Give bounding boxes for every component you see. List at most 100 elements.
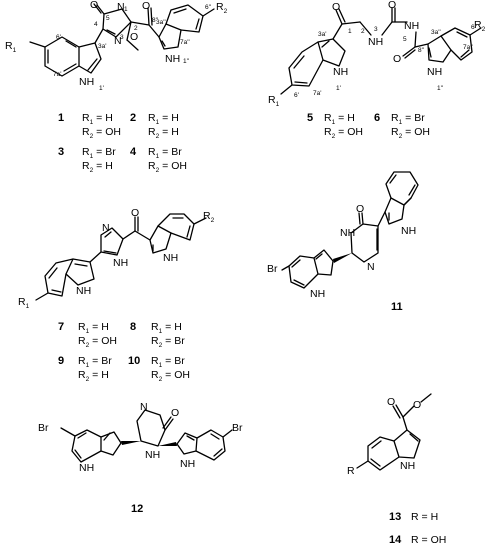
svg-text:R2 = OH: R2 = OH bbox=[391, 126, 430, 140]
svg-text:4: 4 bbox=[94, 21, 98, 28]
svg-text:O: O bbox=[356, 203, 364, 215]
svg-text:Br: Br bbox=[38, 422, 49, 434]
svg-text:11: 11 bbox=[391, 301, 403, 313]
svg-text:N: N bbox=[367, 261, 375, 273]
svg-text:R2 = OH: R2 = OH bbox=[151, 369, 190, 383]
structure-12: N O NH Br NH NH Br 12 bbox=[38, 401, 243, 515]
svg-text:R1 = Br: R1 = Br bbox=[78, 355, 112, 369]
svg-text:7a': 7a' bbox=[53, 71, 61, 78]
svg-text:8'': 8'' bbox=[418, 47, 424, 54]
svg-text:8: 8 bbox=[130, 321, 136, 333]
svg-text:O: O bbox=[332, 1, 340, 13]
svg-text:6: 6 bbox=[374, 112, 380, 124]
svg-text:R1 = H: R1 = H bbox=[151, 321, 182, 335]
svg-text:R1 = H: R1 = H bbox=[78, 321, 109, 335]
svg-text:NH: NH bbox=[79, 76, 94, 88]
svg-text:5: 5 bbox=[307, 112, 313, 124]
svg-text:O: O bbox=[413, 399, 421, 411]
svg-text:R2 = Br: R2 = Br bbox=[151, 335, 185, 349]
svg-text:2: 2 bbox=[134, 25, 138, 32]
svg-text:NH: NH bbox=[427, 66, 442, 78]
svg-text:NH: NH bbox=[145, 449, 160, 461]
structure-1-4: R1 NH O N 1 5 4 N 3 2 O O 8'' 3a' 6' 7a'… bbox=[5, 0, 228, 174]
svg-text:O: O bbox=[131, 207, 139, 219]
svg-text:N: N bbox=[140, 401, 148, 413]
svg-text:3: 3 bbox=[374, 26, 378, 33]
svg-text:O: O bbox=[142, 0, 150, 12]
svg-text:NH: NH bbox=[400, 460, 415, 472]
svg-text:8'': 8'' bbox=[152, 17, 158, 24]
svg-text:2: 2 bbox=[361, 28, 365, 35]
svg-text:NH: NH bbox=[333, 66, 348, 78]
svg-text:O: O bbox=[393, 53, 401, 65]
svg-text:N: N bbox=[117, 1, 125, 13]
svg-text:1': 1' bbox=[336, 85, 341, 92]
svg-text:NH: NH bbox=[113, 257, 128, 269]
svg-text:R = H: R = H bbox=[411, 511, 438, 523]
svg-text:1: 1 bbox=[348, 28, 352, 35]
svg-text:R1: R1 bbox=[5, 40, 17, 54]
svg-text:6': 6' bbox=[56, 34, 61, 41]
svg-text:7: 7 bbox=[58, 321, 64, 333]
svg-text:7a'': 7a'' bbox=[463, 44, 473, 51]
svg-text:R2 = H: R2 = H bbox=[148, 126, 179, 140]
svg-text:R1 = Br: R1 = Br bbox=[82, 146, 116, 160]
svg-text:12: 12 bbox=[131, 503, 143, 515]
svg-text:Br: Br bbox=[232, 422, 243, 434]
svg-text:R2: R2 bbox=[216, 1, 228, 15]
svg-text:NH: NH bbox=[404, 20, 419, 32]
svg-text:3a': 3a' bbox=[98, 43, 106, 50]
svg-text:R1 = H: R1 = H bbox=[148, 112, 179, 126]
svg-text:4: 4 bbox=[130, 146, 137, 158]
svg-text:R1 = H: R1 = H bbox=[82, 112, 113, 126]
svg-text:NH: NH bbox=[163, 252, 178, 264]
svg-text:NH: NH bbox=[310, 288, 325, 300]
svg-text:R2 = OH: R2 = OH bbox=[324, 126, 363, 140]
svg-text:1: 1 bbox=[58, 112, 64, 124]
svg-text:R: R bbox=[347, 465, 355, 477]
svg-text:3a': 3a' bbox=[318, 31, 326, 38]
structure-13-14: O O NH R 13 R = H 14 R = OH bbox=[347, 393, 446, 546]
svg-text:R1 = H: R1 = H bbox=[324, 112, 355, 126]
svg-text:R2 = H: R2 = H bbox=[82, 160, 113, 174]
svg-text:NH: NH bbox=[165, 53, 180, 65]
svg-text:R2 = OH: R2 = OH bbox=[82, 126, 121, 140]
svg-text:R1: R1 bbox=[18, 296, 30, 310]
structure-11: NH O NH N Br NH 11 bbox=[267, 171, 419, 313]
svg-text:6': 6' bbox=[294, 92, 299, 99]
svg-text:3a'': 3a'' bbox=[431, 29, 441, 36]
svg-text:5: 5 bbox=[403, 36, 407, 43]
svg-text:10: 10 bbox=[128, 355, 140, 367]
svg-text:1': 1' bbox=[99, 85, 104, 92]
svg-text:O: O bbox=[388, 0, 396, 11]
structure-7-10: N NH O R2 NH NH R1 7 R1 = H R2 = OH 8 R1… bbox=[18, 207, 215, 383]
svg-text:R1 = Br: R1 = Br bbox=[148, 146, 182, 160]
structure-5-6: O 1 2 3 NH O NH 5 O 8'' 3a' 6' 7a' NH 1'… bbox=[268, 0, 486, 140]
svg-text:2: 2 bbox=[130, 112, 136, 124]
svg-text:1: 1 bbox=[124, 6, 128, 13]
svg-text:NH: NH bbox=[368, 36, 383, 48]
svg-text:6'': 6'' bbox=[471, 24, 477, 31]
svg-text:O: O bbox=[90, 0, 98, 11]
svg-text:Br: Br bbox=[267, 263, 278, 275]
svg-text:1'': 1'' bbox=[437, 85, 443, 92]
svg-text:NH: NH bbox=[79, 462, 94, 474]
svg-text:N: N bbox=[114, 35, 122, 47]
svg-text:R1: R1 bbox=[268, 94, 280, 108]
svg-text:3: 3 bbox=[58, 146, 64, 158]
svg-text:R2 = OH: R2 = OH bbox=[148, 160, 187, 174]
svg-text:1'': 1'' bbox=[183, 58, 189, 65]
svg-text:NH: NH bbox=[401, 225, 416, 237]
svg-text:NH: NH bbox=[180, 458, 195, 470]
svg-text:13: 13 bbox=[389, 511, 401, 523]
svg-text:3: 3 bbox=[120, 34, 124, 41]
svg-text:7a': 7a' bbox=[313, 90, 321, 97]
svg-text:R2: R2 bbox=[474, 19, 486, 33]
svg-text:6'': 6'' bbox=[205, 4, 211, 11]
svg-text:9: 9 bbox=[58, 355, 64, 367]
svg-text:3a'': 3a'' bbox=[156, 19, 166, 26]
svg-text:R2 = OH: R2 = OH bbox=[78, 335, 117, 349]
svg-text:NH: NH bbox=[76, 285, 91, 297]
